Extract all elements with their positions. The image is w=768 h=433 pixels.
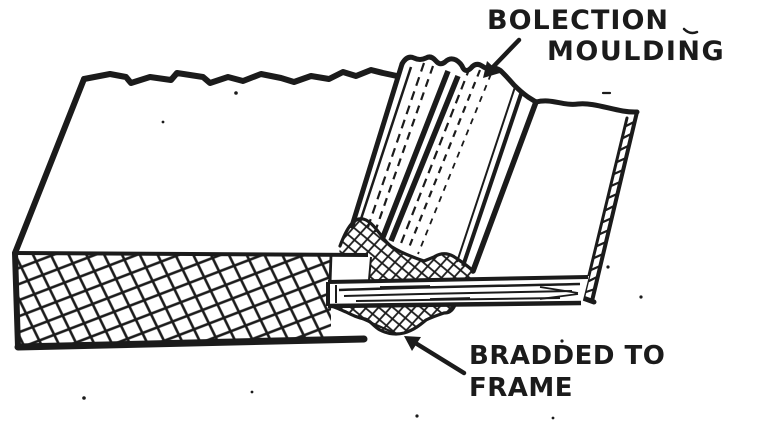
brad-lip-fill-cross [334, 305, 455, 334]
moulding-profile-dash-5 [417, 73, 492, 255]
frame-top-face [15, 70, 399, 253]
panel-face-right [470, 98, 640, 305]
moulding-arrow [483, 37, 522, 78]
panel-board-grain-dash [379, 285, 471, 300]
ink-speck [234, 91, 238, 95]
bolection-moulding [349, 54, 539, 274]
ink-speck [639, 295, 643, 299]
moulding-cross-section [338, 217, 475, 281]
panel-board-grain-1 [338, 282, 581, 292]
moulding-arrowhead [483, 61, 500, 78]
moulding-profile-dash-2 [373, 65, 435, 233]
moulding-cove-shadow-2 [388, 74, 461, 243]
panel-board [326, 275, 589, 309]
frame-rebate-edge [328, 254, 333, 285]
ink-speck [82, 396, 86, 400]
panel-thickness-inner-edge [582, 116, 629, 298]
brad-lip [332, 303, 457, 336]
frame-broken-back-edge [81, 67, 400, 86]
brad-arrow-shaft [414, 341, 467, 376]
panel-top-edge [533, 98, 640, 115]
ink-speck [560, 339, 564, 343]
moulding-profile-line-2 [456, 86, 516, 263]
moulding-cove-shadow-1 [380, 69, 451, 239]
panel-edge-foot [580, 295, 597, 305]
label-bradded-line1: BRADDED TO [469, 341, 666, 371]
panel-board-grain-3 [355, 297, 561, 302]
label-bolection-line2: MOULDING [547, 36, 726, 67]
ink-speck [161, 120, 165, 124]
cross-section-ogee-profile [338, 217, 475, 273]
panel-thickness-hatch-ticks [584, 120, 636, 294]
ink-speck [551, 416, 555, 420]
moulding-profile-line-3 [461, 90, 524, 267]
frame-front-top-edge [14, 251, 369, 257]
frame-left-edge [12, 76, 87, 256]
brad-nail [342, 309, 399, 336]
label-bolection-line1: BOLECTION [487, 5, 670, 36]
brad-arrow [404, 336, 467, 376]
frame-block [12, 67, 400, 351]
ink-speck [250, 390, 254, 394]
moulding-right-edge [470, 99, 539, 274]
panel-board-grain-2 [343, 290, 573, 297]
cross-section-fill-cross [339, 218, 473, 280]
frame-front-bottom-edge [14, 335, 368, 351]
label-bolection-moulding: BOLECTION MOULDING [487, 5, 725, 67]
moulding-broken-top-edge [399, 54, 539, 105]
panel-board-grain-wedge [539, 286, 579, 300]
moulding-profile-dash-4 [406, 69, 482, 251]
stray-ink-marks [82, 27, 699, 420]
label-bradded-line2: FRAME [469, 373, 574, 403]
moulding-left-edge [349, 61, 405, 229]
frame-front-left-edge [12, 250, 21, 350]
moulding-arrow-shaft [490, 37, 522, 70]
cross-section-rebate-line [368, 256, 372, 281]
label-bradded-to-frame: BRADDED TO FRAME [469, 340, 665, 404]
accent-mark [682, 27, 699, 35]
moulding-profile-line-1 [358, 66, 413, 223]
frame-end-grain-face-cross [15, 253, 331, 347]
ink-speck [415, 414, 419, 418]
brad-arrowhead [404, 336, 421, 351]
panel-board-top-edge [327, 275, 589, 284]
ink-speck [606, 265, 610, 269]
moulding-profile-dash-3 [398, 66, 472, 247]
